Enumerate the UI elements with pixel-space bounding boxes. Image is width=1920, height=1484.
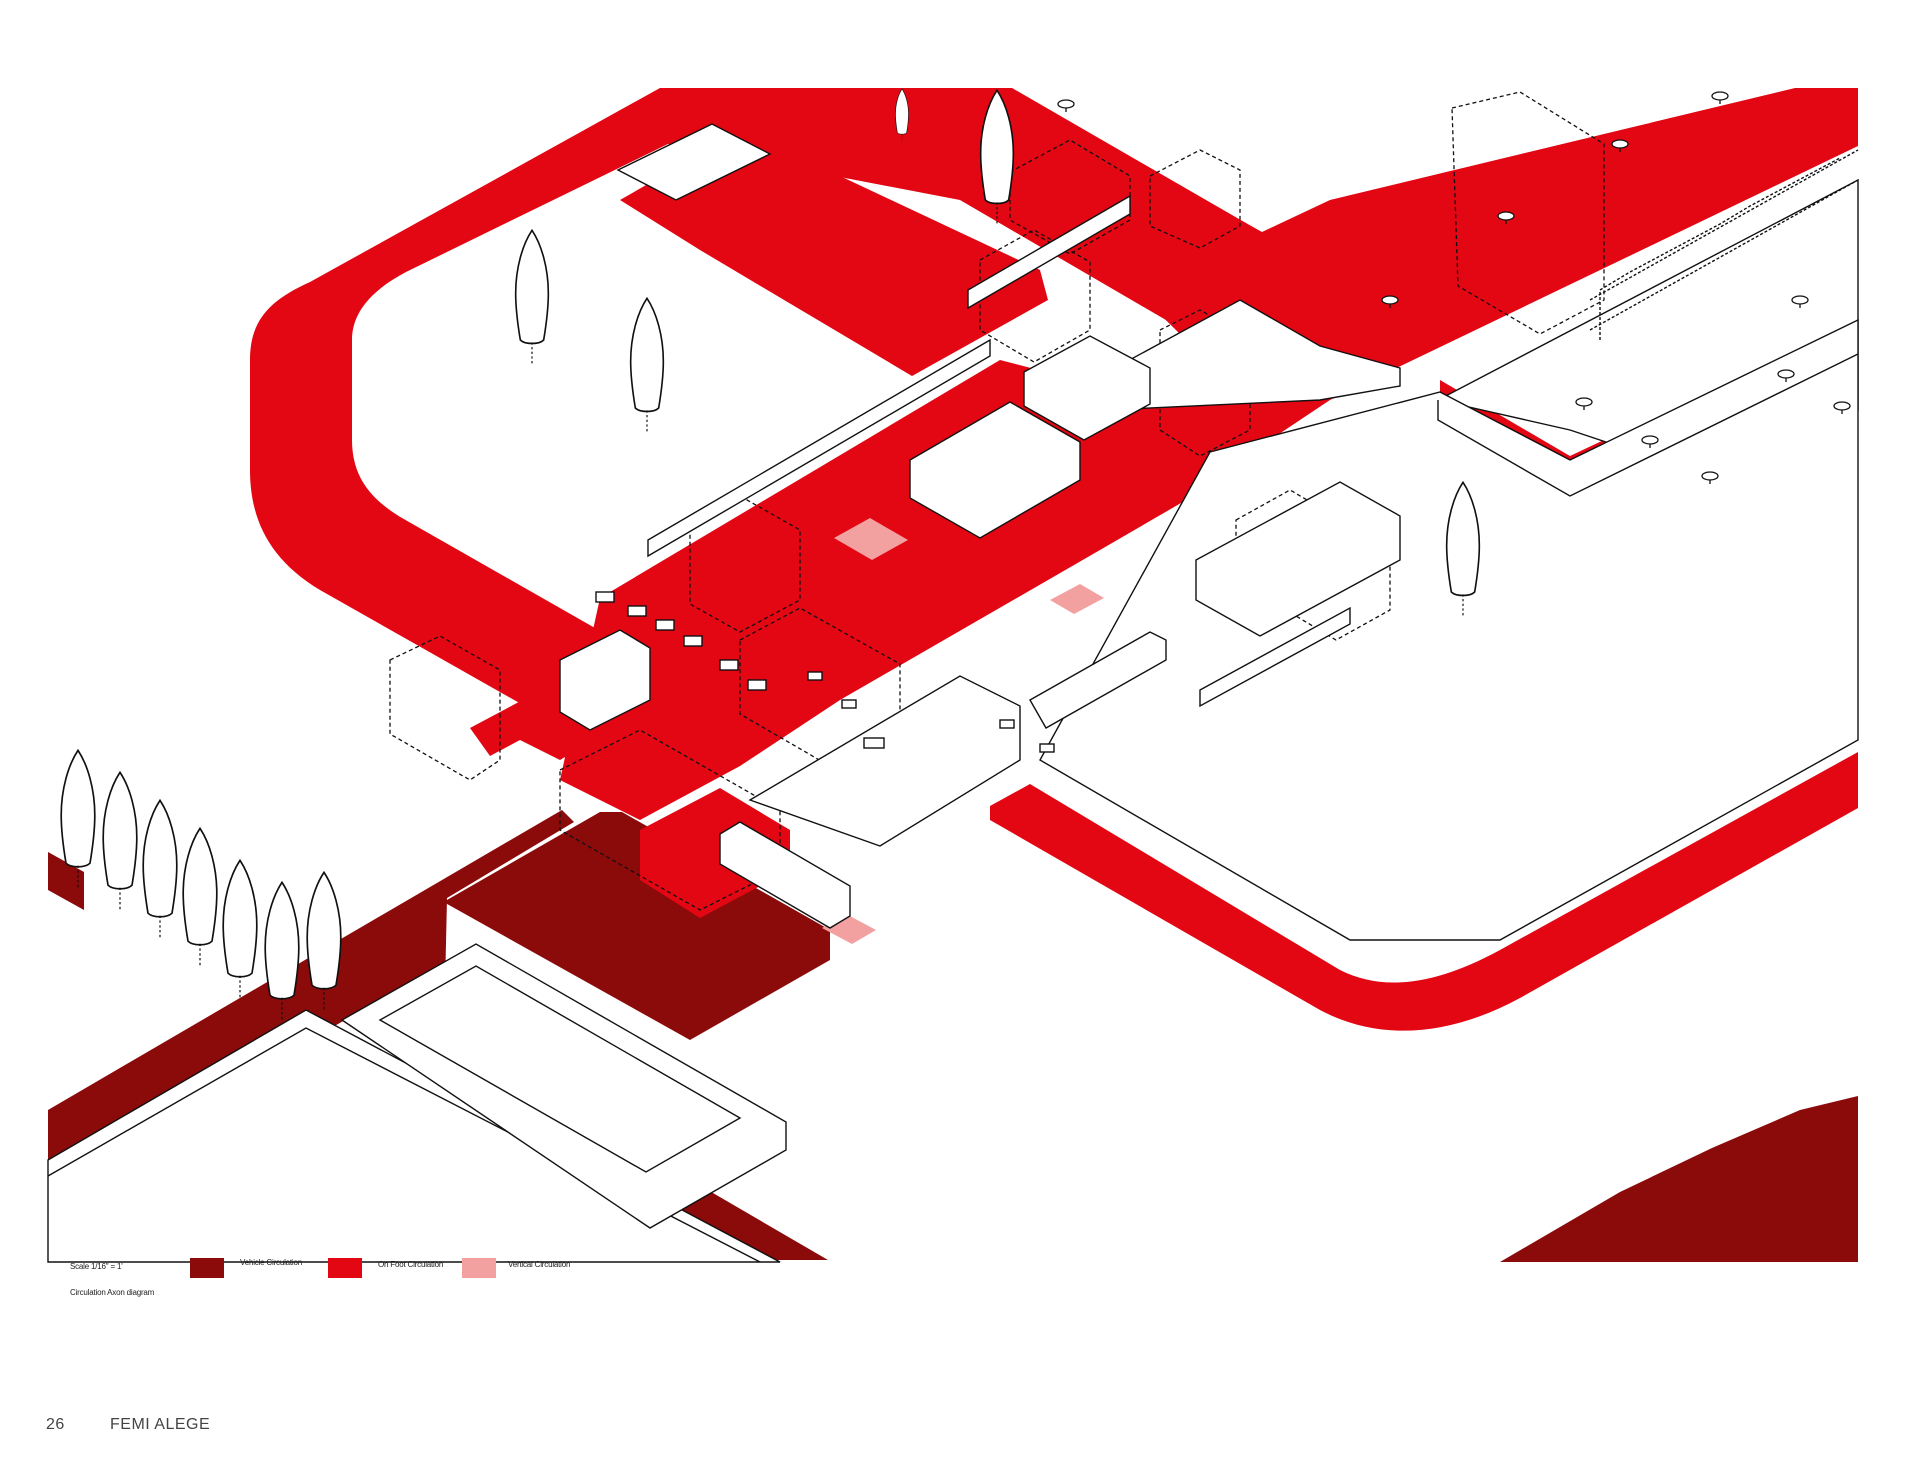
solid-building-masses: [559, 194, 1401, 929]
campus-walkways: [560, 360, 1262, 820]
on-foot-swatch: [328, 1258, 362, 1278]
on-foot-label: On Foot Circulation: [378, 1260, 444, 1269]
vertical-label: Vertical Circulation: [508, 1260, 571, 1269]
arcade-building: [1589, 149, 1859, 340]
stair-central: [1050, 584, 1104, 614]
plinth-right-large: [1039, 318, 1859, 941]
on-foot-circulation: [250, 88, 1858, 1031]
author-name: FEMI ALEGE: [110, 1416, 211, 1433]
lower-loop-path: [990, 732, 1858, 1031]
page-number: 26: [46, 1416, 65, 1433]
linework: [47, 91, 1859, 1263]
west-wing-walkway: [470, 696, 600, 760]
walkway-planters: [595, 591, 1055, 753]
vehicle-label: Vehicle Circulation: [240, 1258, 303, 1267]
vehicle-swatch: [190, 1258, 224, 1278]
vehicle-road-lower-right: [1500, 1096, 1858, 1262]
lower-left-plinth: [47, 1009, 781, 1263]
plinth-right-edge: [1437, 353, 1859, 497]
upper-plaza: [620, 130, 1048, 376]
scale-label: Scale 1/16" = 1': [70, 1262, 123, 1271]
upper-white-block: [616, 123, 772, 201]
entry-connector: [640, 788, 790, 918]
street-upper-right: [930, 88, 1858, 448]
vehicle-parking-apron: [440, 812, 830, 1040]
lower-center-plinth-inner: [378, 965, 742, 1173]
vehicle-road-left-edge: [48, 852, 84, 910]
stair-north: [834, 518, 908, 560]
vertical-swatch: [462, 1258, 496, 1278]
diagram-caption: Circulation Axon diagram: [70, 1288, 155, 1297]
